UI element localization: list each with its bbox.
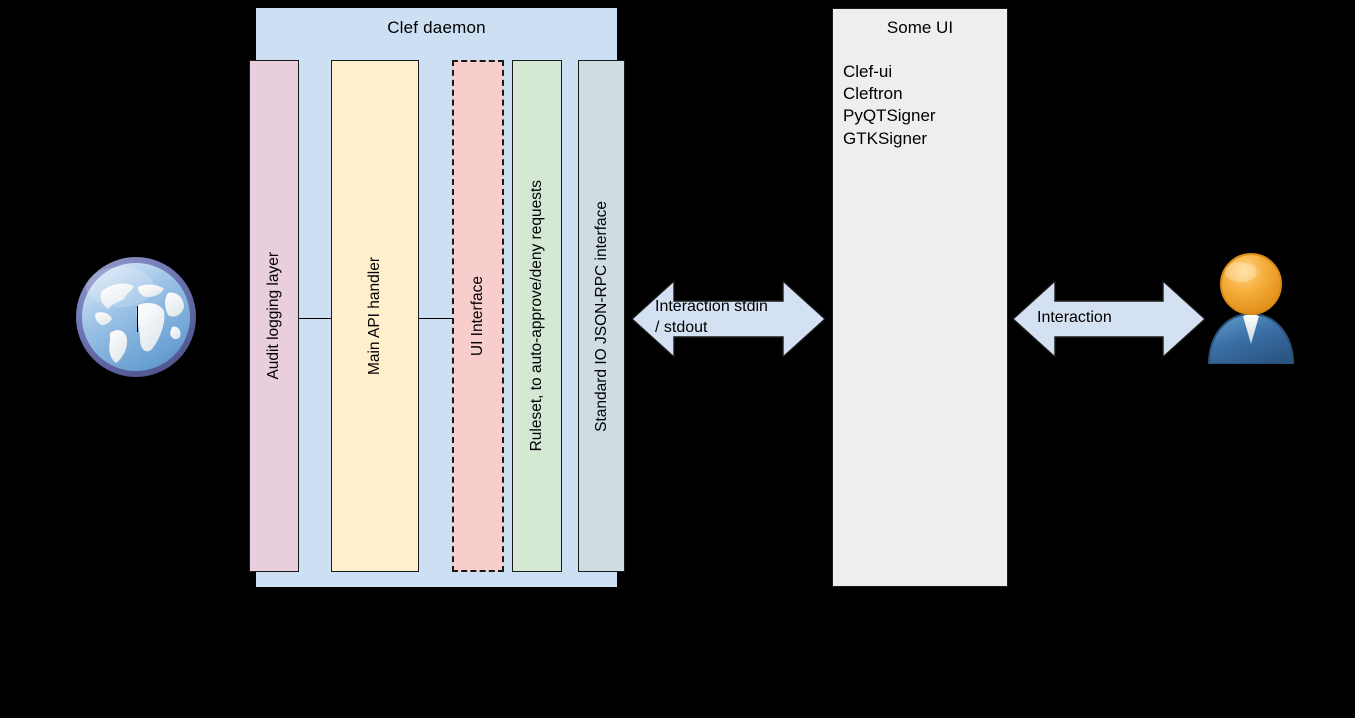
some-ui-item-list: Clef-ui Cleftron PyQTSigner GTKSigner bbox=[843, 61, 1003, 150]
arrow-interaction bbox=[1013, 281, 1205, 357]
layer-ruleset-label: Ruleset, to auto-approve/deny requests bbox=[528, 180, 546, 452]
globe-connector-line bbox=[137, 306, 138, 332]
arrow-stdio-label: Interaction stdin / stdout bbox=[655, 296, 805, 338]
arrow-interaction-label: Interaction bbox=[1037, 307, 1177, 328]
some-ui-item-gtksigner[interactable]: GTKSigner bbox=[843, 128, 928, 148]
some-ui-title: Some UI bbox=[886, 18, 954, 37]
clef-daemon-container bbox=[256, 8, 617, 587]
layer-api-label: Main API handler bbox=[366, 256, 384, 376]
arrow-stdio-label-line2: / stdout bbox=[655, 319, 708, 336]
layer-audit-logging[interactable]: Audit logging layer bbox=[249, 60, 299, 572]
layer-jsonrpc-label: Standard IO JSON-RPC interface bbox=[592, 200, 610, 432]
layer-json-rpc-interface[interactable]: Standard IO JSON-RPC interface bbox=[578, 60, 625, 572]
some-ui-item-clef-ui[interactable]: Clef-ui bbox=[843, 62, 893, 81]
connector-audit-to-api bbox=[299, 318, 331, 319]
some-ui-item-pyqtsigner[interactable]: PyQTSigner bbox=[843, 106, 936, 126]
layer-audit-label: Audit logging layer bbox=[265, 252, 283, 380]
globe-icon bbox=[76, 257, 196, 377]
arrow-stdio-label-line1: Interaction stdin bbox=[655, 298, 768, 315]
layer-ruleset[interactable]: Ruleset, to auto-approve/deny requests bbox=[512, 60, 562, 572]
some-ui-panel[interactable] bbox=[832, 8, 1008, 587]
clef-daemon-title: Clef daemon bbox=[387, 18, 486, 37]
some-ui-item-cleftron[interactable]: Cleftron bbox=[843, 84, 903, 104]
arrow-stdio bbox=[632, 281, 825, 357]
layer-main-api-handler[interactable]: Main API handler bbox=[331, 60, 419, 572]
layer-ui-interface[interactable]: UI Interface bbox=[452, 60, 504, 572]
user-icon bbox=[1207, 253, 1295, 364]
arrow-interaction-label-line1: Interaction bbox=[1037, 309, 1112, 326]
layer-ui-label: UI Interface bbox=[469, 275, 487, 357]
connector-api-to-ui bbox=[419, 318, 454, 319]
